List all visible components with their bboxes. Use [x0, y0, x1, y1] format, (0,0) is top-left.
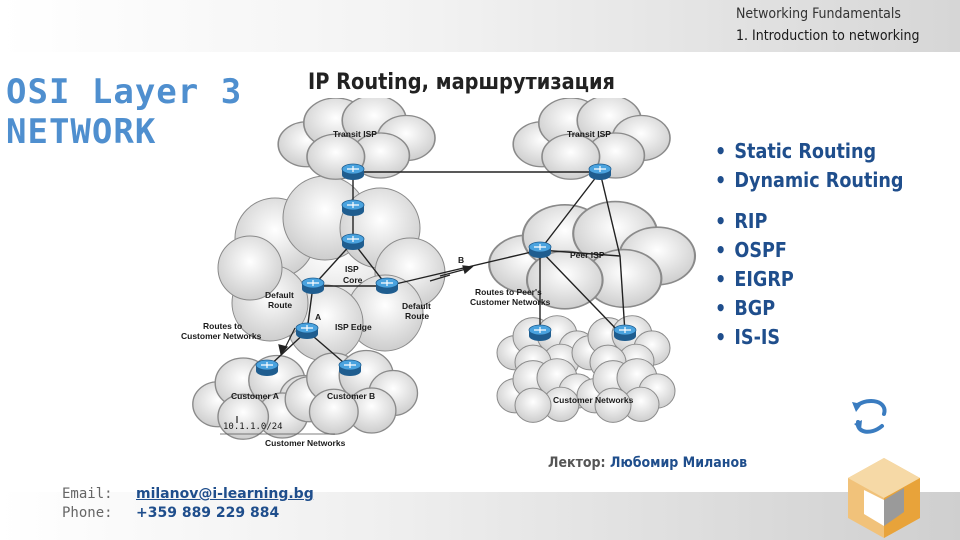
transit-isp-right-label: Transit ISP	[567, 129, 611, 139]
default-route-right-1: Default	[402, 301, 431, 311]
route-arrows	[236, 265, 474, 423]
list-item: Dynamic Routing	[715, 166, 904, 195]
routes-to-customer-2: Customer Networks	[181, 331, 262, 341]
customer-b-label: Customer B	[327, 391, 375, 401]
layer-title: OSI Layer 3 NETWORK	[6, 72, 242, 152]
lecturer-label: Лектор:	[548, 455, 606, 471]
slide-title: IP Routing, маршрутизация	[308, 70, 615, 95]
lecturer-name: Любомир Миланов	[609, 455, 748, 471]
list-item: OSPF	[715, 236, 794, 265]
routes-to-peer-1: Routes to Peer's	[475, 287, 542, 297]
isp-core-label-1: ISP	[345, 264, 359, 274]
lesson-title: 1. Introduction to networking	[736, 28, 920, 44]
customer-networks-right: Customer Networks	[553, 395, 634, 405]
peer-isp-label: Peer ISP	[570, 250, 605, 260]
list-item: Static Routing	[715, 137, 904, 166]
contact-labels: Email: Phone:	[62, 485, 113, 523]
list-item: EIGRP	[715, 265, 794, 294]
brand-logo-icon	[848, 458, 920, 538]
list-item: RIP	[715, 207, 794, 236]
routes-to-peer-2: Customer Networks	[470, 297, 551, 307]
phone-label: Phone:	[62, 505, 113, 521]
customer-a-label: Customer A	[231, 391, 279, 401]
list-item: BGP	[715, 294, 794, 323]
customer-networks-left: Customer Networks	[265, 438, 346, 448]
lecturer-line: Лектор: Любомир Миланов	[548, 455, 747, 471]
course-title: Networking Fundamentals	[736, 6, 901, 22]
transit-isp-left-label: Transit ISP	[333, 129, 377, 139]
customer-a-ip: 10.1.1.0/24	[223, 422, 283, 432]
isp-edge-label: ISP Edge	[335, 322, 372, 332]
routing-types-list: Static Routing Dynamic Routing	[715, 137, 929, 195]
peer-customer-clouds	[496, 315, 676, 423]
layer-title-line1: OSI Layer 3	[6, 72, 243, 112]
routing-protocols-list: RIP OSPF EIGRP BGP IS-IS	[715, 207, 805, 352]
email-link[interactable]: milanov@i-learning.bg	[136, 486, 314, 502]
isp-cloud	[217, 175, 446, 362]
isp-core-label-2: Core	[343, 275, 363, 285]
circular-arrows-icon[interactable]	[846, 394, 892, 440]
layer-title-line2: NETWORK	[6, 112, 157, 152]
default-route-left-2: Route	[268, 300, 292, 310]
header-bar	[0, 0, 960, 52]
phone-number: +359 889 229 884	[136, 505, 280, 521]
default-route-right-2: Route	[405, 311, 429, 321]
default-route-left-1: Default	[265, 290, 294, 300]
contact-values: milanov@i-learning.bg +359 889 229 884	[136, 485, 314, 523]
routes-to-customer-1: Routes to	[203, 321, 242, 331]
label-b: B	[458, 255, 464, 265]
footer-bar	[0, 492, 960, 540]
list-item: IS-IS	[715, 323, 794, 352]
email-label: Email:	[62, 486, 113, 502]
label-a: A	[315, 312, 321, 322]
ip-routing-diagram: Transit ISP Transit ISP ISP Core ISP Edg…	[181, 98, 697, 448]
